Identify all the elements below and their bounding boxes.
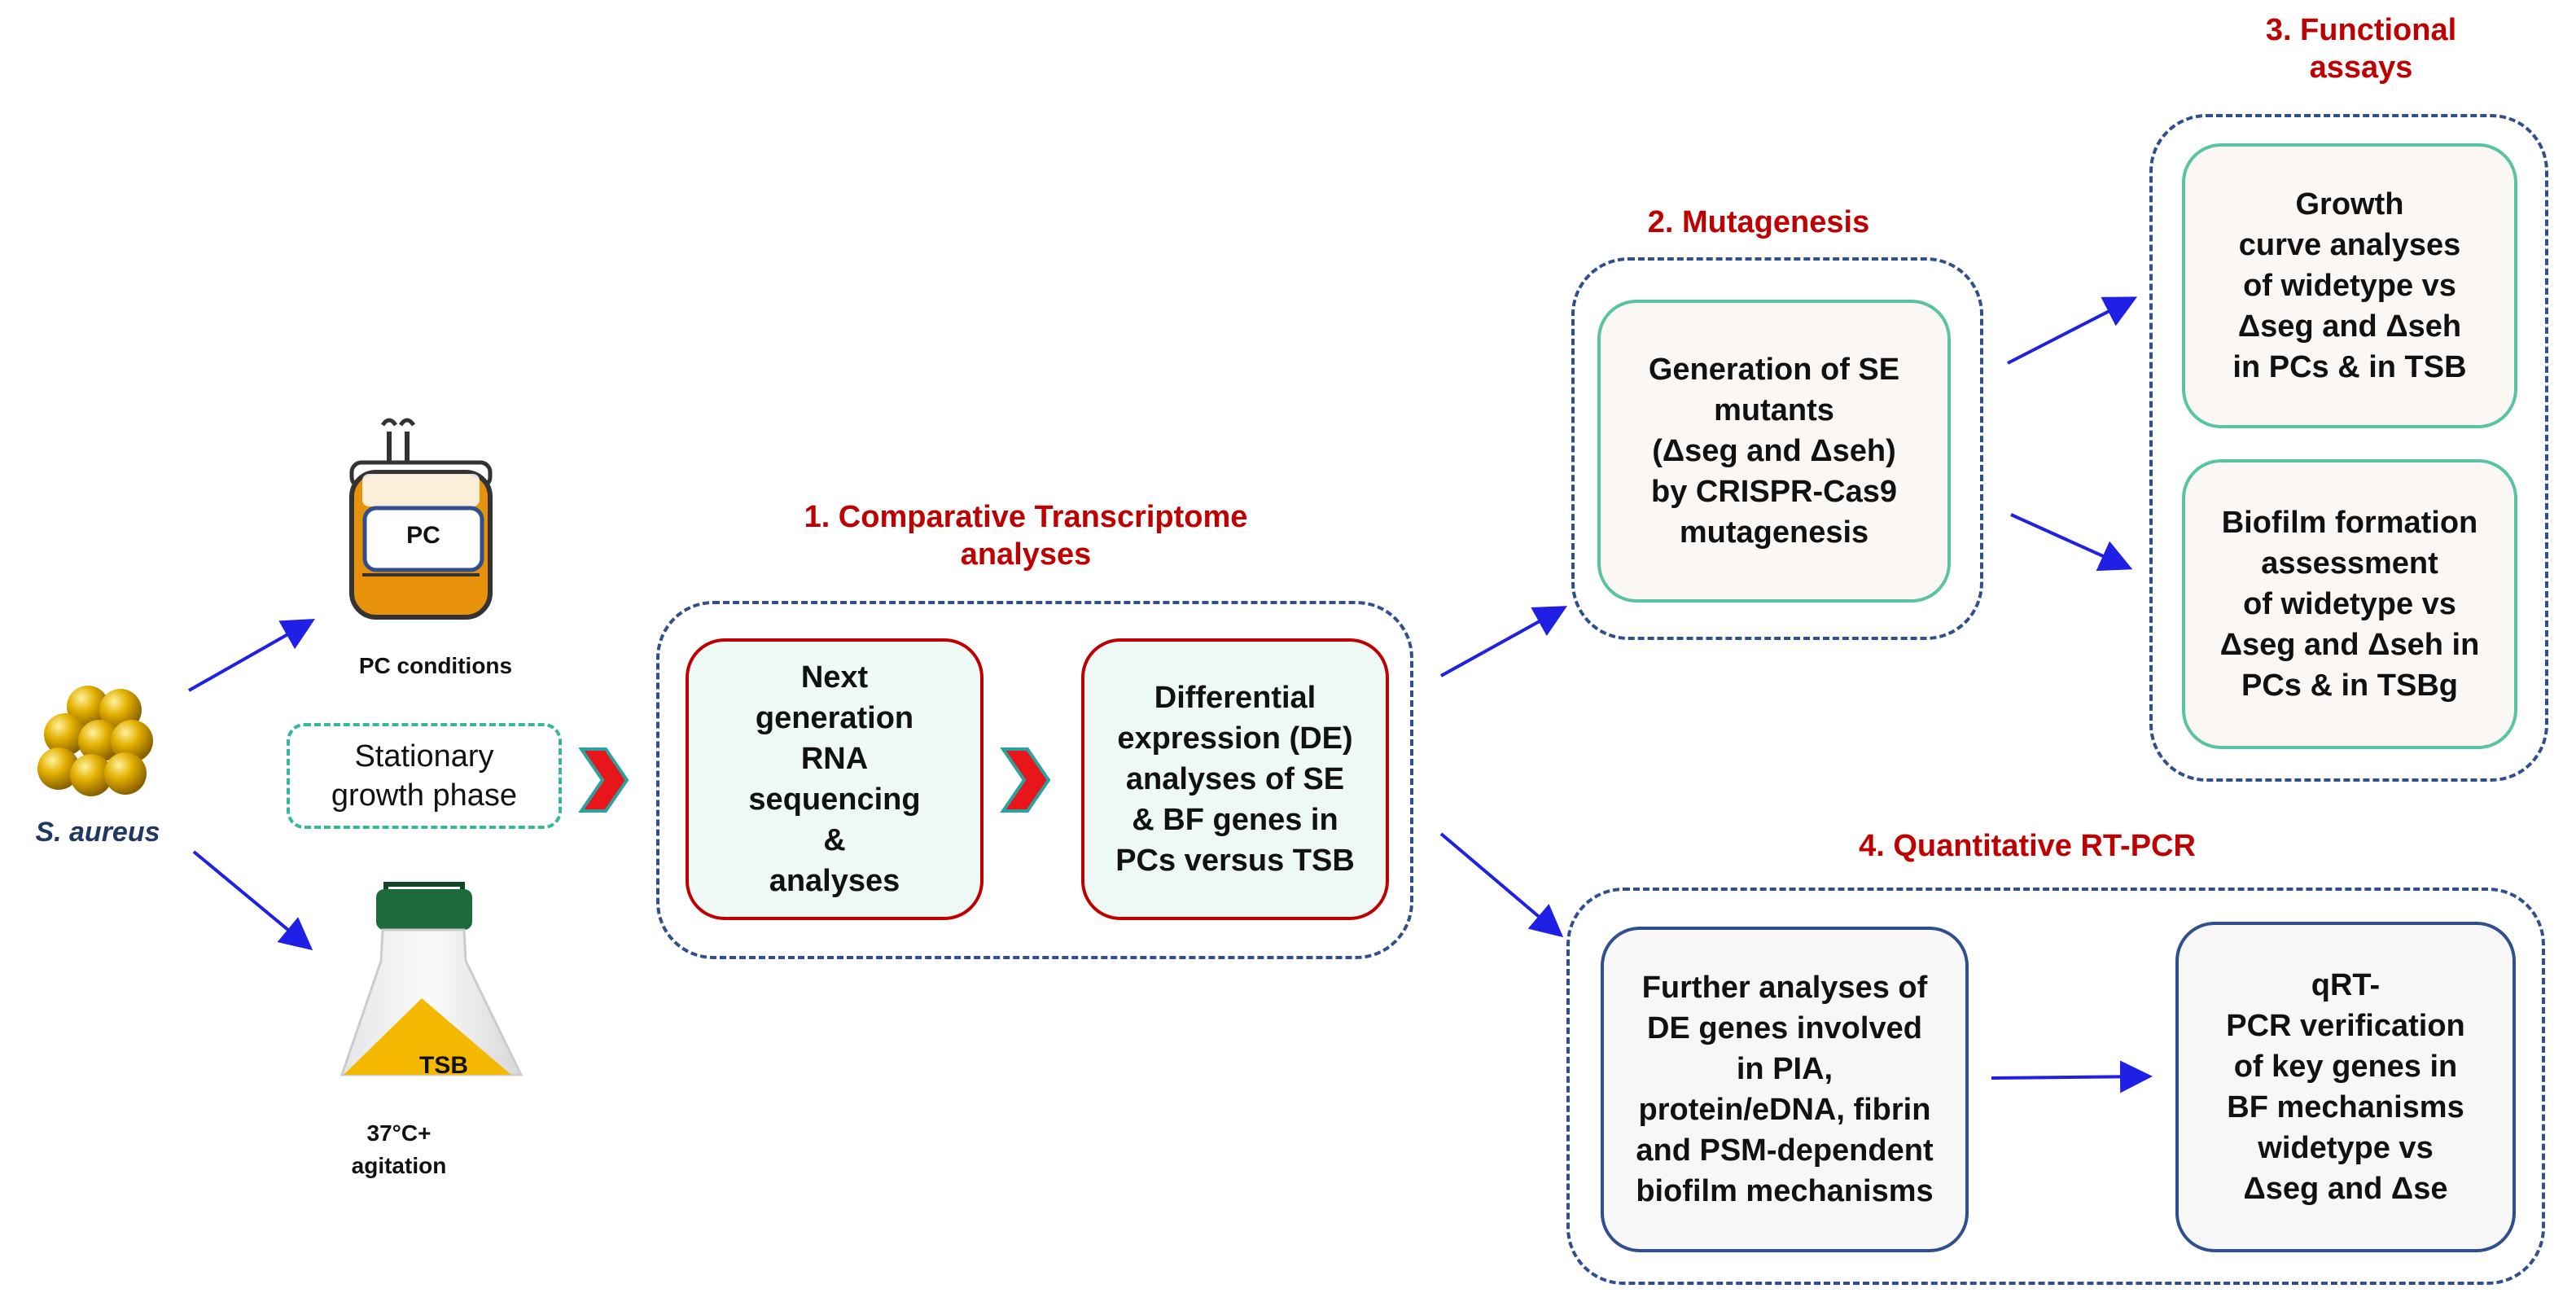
organism-label: S. aureus: [35, 817, 160, 848]
pc-bag-label: PC: [406, 522, 440, 549]
step4-heading: 4. Quantitative RT-PCR: [1859, 829, 2196, 863]
step1-group: [656, 601, 1413, 959]
arrow-to-qrtpcr: [1439, 832, 1564, 938]
tsb-conditions-label: 37°C+ agitation: [351, 1120, 447, 1178]
arrow-to-mutagenesis: [1440, 606, 1567, 677]
platelet-bag-icon: [349, 418, 493, 620]
arrow-to-pc: [188, 619, 315, 692]
chevron-icon-2: [1000, 747, 1051, 813]
arrow-to-tsb: [192, 850, 313, 951]
step1-box-ngs: Next generation RNA sequencing & analyse…: [686, 638, 984, 920]
stationary-phase-box: Stationary growth phase: [287, 723, 562, 829]
step4-group: [1566, 888, 2545, 1285]
arrow-to-growth: [2007, 296, 2138, 365]
step2-group: [1571, 257, 1983, 640]
arrow-to-biofilm: [2010, 513, 2133, 572]
staph-cocci-icon: [37, 686, 153, 796]
step3-box-biofilm: Biofilm formation assessment of widetype…: [2182, 459, 2517, 749]
step4-box-further: Further analyses of DE genes involved in…: [1601, 927, 1969, 1252]
step1-heading: 1. Comparative Transcriptome analyses: [804, 500, 1248, 572]
step2-box-mutants: Generation of SE mutants (Δseg and Δseh)…: [1597, 300, 1951, 603]
step2-heading: 2. Mutagenesis: [1647, 205, 1870, 239]
connector-arrows: [188, 296, 2153, 1094]
step3-heading: 3. Functional assays: [2265, 13, 2457, 85]
tsb-flask-label: TSB: [419, 1052, 468, 1079]
chevron-icon-1: [578, 747, 629, 813]
step1-box-de: Differential expression (DE) analyses of…: [1081, 638, 1389, 920]
arrow-qrtpcr-internal: [1991, 1060, 2153, 1094]
step3-box-growth: Growth curve analyses of widetype vs Δse…: [2182, 143, 2517, 428]
step4-box-qrtpcr: qRT- PCR verification of key genes in BF…: [2175, 922, 2516, 1252]
pc-conditions-label: PC conditions: [358, 653, 513, 678]
tsb-flask-icon: [340, 882, 524, 1076]
step3-group: [2149, 114, 2548, 782]
